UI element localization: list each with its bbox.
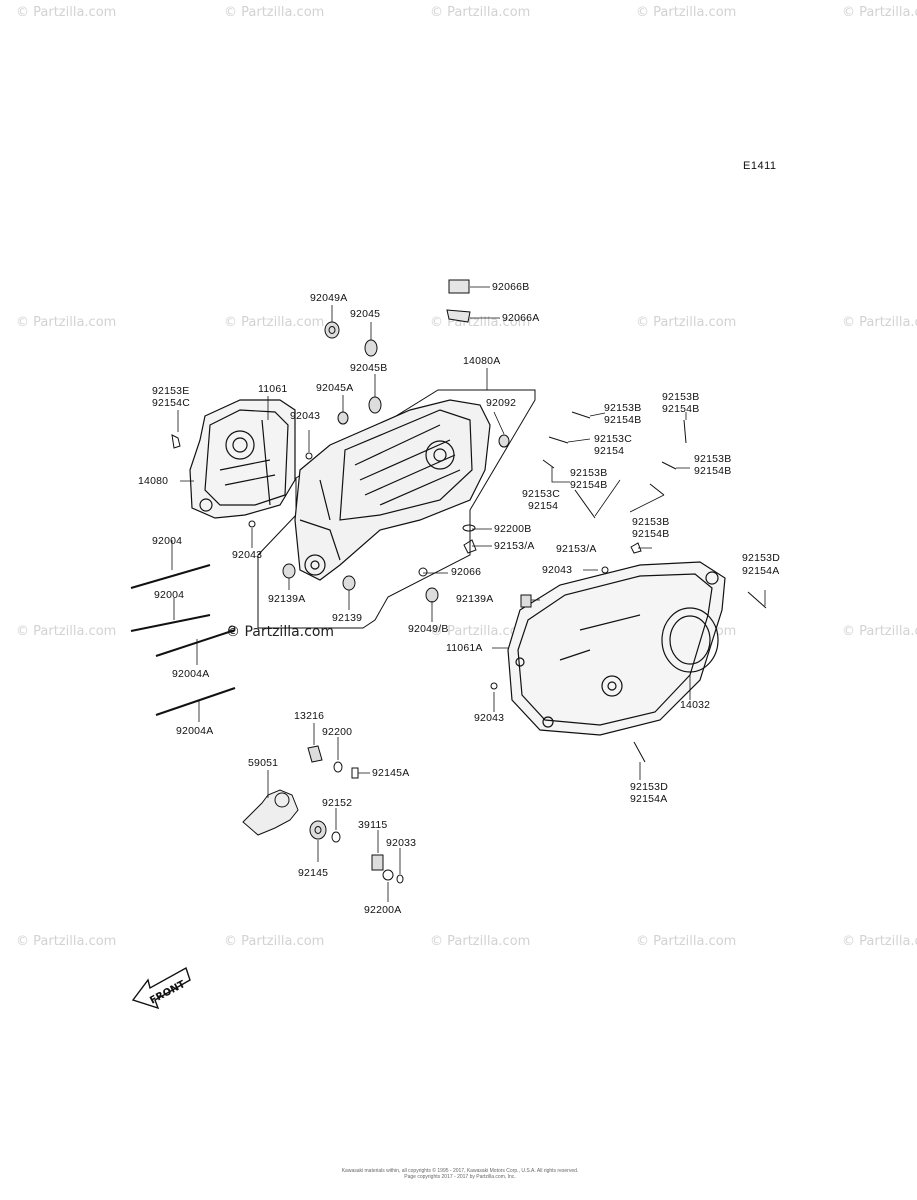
watermark: © Partzilla.com xyxy=(16,5,117,20)
watermark: © Partzilla.com xyxy=(842,315,917,330)
watermark: © Partzilla.com xyxy=(430,934,531,949)
part-label: 92154B xyxy=(694,465,732,477)
part-label: 92153B xyxy=(570,467,608,479)
part-label: 39115 xyxy=(358,819,388,831)
part-label: 92004 xyxy=(152,535,183,547)
part-label: 92153B xyxy=(604,402,642,414)
part-label: 92200 xyxy=(322,726,353,738)
part-label: 92154 xyxy=(528,500,559,512)
part-label: 92153B xyxy=(694,453,732,465)
watermark: © Partzilla.com xyxy=(636,5,737,20)
figure-id: E1411 xyxy=(743,160,777,172)
part-label: 92004 xyxy=(154,589,185,601)
part-label: 92066 xyxy=(451,566,482,578)
leader-lines xyxy=(171,286,766,902)
watermark: © Partzilla.com xyxy=(16,934,117,949)
part-label: 59051 xyxy=(248,757,279,769)
part-label: 92145A xyxy=(372,767,410,779)
watermark: © Partzilla.com xyxy=(842,934,917,949)
part-label: 92049A xyxy=(310,292,348,304)
part-label: 92139A xyxy=(456,593,494,605)
part-label: 11061A xyxy=(446,642,483,654)
copyright-line: Kawasaki materials within, all copyright… xyxy=(341,1168,579,1174)
part-label: 92045B xyxy=(350,362,388,374)
part-label: 92033 xyxy=(386,837,417,849)
part-label: 92153E xyxy=(152,385,190,397)
part-label: 92066B xyxy=(492,281,530,293)
watermark: © Partzilla.com xyxy=(636,315,737,330)
part-label: 92152 xyxy=(322,797,353,809)
part-label: 92153B xyxy=(662,391,700,403)
part-label: 92066A xyxy=(502,312,540,324)
part-label: 92153C xyxy=(522,488,560,500)
part-label: 14080 xyxy=(138,475,169,487)
watermark: © Partzilla.com xyxy=(842,5,917,20)
part-label: 92154B xyxy=(570,479,608,491)
watermark: © Partzilla.com xyxy=(636,934,737,949)
copyright-line: Page copyrights 2017 - 2017 by Partzilla… xyxy=(404,1174,516,1180)
part-label: 92154B xyxy=(632,528,670,540)
part-label: 92153D xyxy=(742,552,780,564)
part-label: 92154 xyxy=(594,445,625,457)
part-label: 92004A xyxy=(176,725,214,737)
part-label: 92154C xyxy=(152,397,190,409)
part-label: 92200B xyxy=(494,523,532,535)
watermark: © Partzilla.com xyxy=(16,624,117,639)
watermark: © Partzilla.com xyxy=(224,315,325,330)
part-label: 92049/B xyxy=(408,623,449,635)
part-label: 92045 xyxy=(350,308,381,320)
part-label: 92139 xyxy=(332,612,363,624)
watermark: © Partzilla.com xyxy=(430,624,531,639)
part-label: 14032 xyxy=(680,699,711,711)
part-label: 14080A xyxy=(463,355,501,367)
watermark: © Partzilla.com xyxy=(842,624,917,639)
watermark: © Partzilla.com xyxy=(224,5,325,20)
copyright-notice: Kawasaki materials within, all copyright… xyxy=(300,1168,620,1180)
left-crankcase-part xyxy=(189,399,296,519)
part-label: 92154B xyxy=(604,414,642,426)
watermark: © Partzilla.com xyxy=(224,934,325,949)
crankcase-part xyxy=(294,399,491,581)
part-label: 92139A xyxy=(268,593,306,605)
part-label: 92153/A xyxy=(556,543,597,555)
part-label: 13216 xyxy=(294,710,325,722)
part-label: 92045A xyxy=(316,382,354,394)
part-label: 92043 xyxy=(474,712,505,724)
part-label: 92154B xyxy=(662,403,700,415)
watermark: © Partzilla.com xyxy=(430,5,531,20)
part-label: 92153B xyxy=(632,516,670,528)
part-label: 92153D xyxy=(630,781,668,793)
part-label: 92043 xyxy=(542,564,573,576)
front-arrow-marker: FRONT xyxy=(131,966,191,1010)
small-parts xyxy=(130,279,767,884)
part-label: 92154A xyxy=(742,565,780,577)
part-label: 92004A xyxy=(172,668,210,680)
watermark: © Partzilla.com xyxy=(16,315,117,330)
part-label: 11061 xyxy=(258,383,288,395)
part-label: 92043 xyxy=(290,410,321,422)
part-label: 92200A xyxy=(364,904,402,916)
part-label: 92153/A xyxy=(494,540,535,552)
part-label: 92092 xyxy=(486,397,517,409)
part-label: 92154A xyxy=(630,793,668,805)
part-label: 92153C xyxy=(594,433,632,445)
part-label: 92043 xyxy=(232,549,263,561)
part-label: 92145 xyxy=(298,867,329,879)
